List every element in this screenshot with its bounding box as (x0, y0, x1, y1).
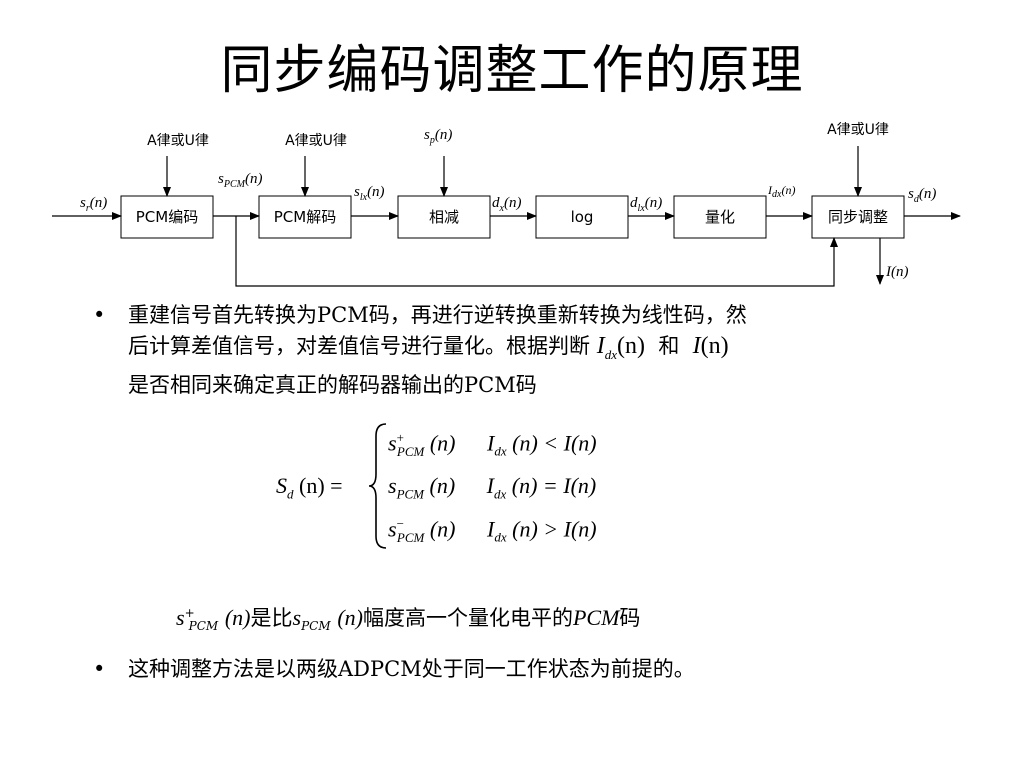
block-subtract: 相减 (397, 195, 491, 239)
page-title: 同步编码调整工作的原理 (220, 41, 804, 101)
law-label-3: A律或U律 (827, 122, 889, 138)
bullet-2-text: 这种调整方法是以两级ADPCM处于同一工作状态为前提的。 (128, 657, 695, 681)
bullet-dot: • (93, 657, 106, 681)
block-label-quantize: 量化 (705, 208, 735, 226)
law-label-2: A律或U律 (285, 133, 347, 149)
bullet-1-line-3: 是否相同来确定真正的解码器输出的PCM码 (128, 372, 537, 397)
block-pcm-encoder: PCM编码 (120, 195, 214, 239)
bullet-dot: • (93, 303, 106, 327)
formula-lhs: Sd (n) = (276, 473, 343, 502)
bullet-1: • 重建信号首先转换为PCM码，再进行逆转换重新转换为线性码，然 后计算差值信号… (93, 300, 948, 401)
formula-row-1: s+PCM (n) Idx (n) < I(n) (388, 430, 597, 459)
law-label-1: A律或U律 (147, 133, 209, 149)
label-idx: Idx(n) (767, 183, 795, 200)
block-pcm-decoder: PCM解码 (258, 195, 352, 239)
block-label-pcm-decoder: PCM解码 (274, 208, 336, 226)
label-sr: sr(n) (80, 195, 107, 214)
label-sd: sd(n) (908, 186, 936, 205)
block-label-log: log (571, 208, 594, 226)
formula-row-2: sPCM (n) Idx (n) = I(n) (388, 473, 597, 502)
formula-row-3: s−PCM (n) Idx (n) > I(n) (388, 516, 597, 545)
bullet-1-line-2-text: 后计算差值信号，对差值信号进行量化。根据判断 (128, 334, 590, 358)
block-label-sync-adjust: 同步调整 (828, 208, 888, 226)
arrow-feedback (235, 216, 838, 287)
block-quantize: 量化 (673, 195, 767, 239)
block-log: log (535, 195, 629, 239)
formula-brace (368, 423, 387, 549)
label-spcm: sPCM(n) (218, 171, 262, 190)
block-label-pcm-encoder: PCM编码 (136, 208, 198, 226)
bullet-2: • 这种调整方法是以两级ADPCM处于同一工作状态为前提的。 (93, 654, 948, 685)
inline-in: I(n) (692, 333, 729, 359)
bullet-1-line-2: 后计算差值信号，对差值信号进行量化。根据判断 Idx(n) 和 I(n) (128, 331, 948, 370)
block-sync-adjust: 同步调整 (811, 195, 905, 239)
bullet-1-line-1: 重建信号首先转换为PCM码，再进行逆转换重新转换为线性码，然 (128, 303, 747, 327)
label-dlx: dlx(n) (630, 195, 662, 214)
label-dx: dx(n) (492, 195, 521, 214)
bullet-1-and: 和 (658, 334, 680, 358)
block-diagram: PCM编码 PCM解码 相减 log 量化 同步调整 A律或U律 A律或U律 A… (52, 122, 961, 287)
label-in: I(n) (885, 264, 909, 280)
block-label-subtract: 相减 (429, 208, 459, 226)
inline-idx: Idx(n) (596, 333, 645, 362)
note-line: s+PCM (n)是比sPCM (n)幅度高一个量化电平的PCM码 (176, 605, 641, 634)
label-slx: slx(n) (354, 184, 385, 203)
label-sp: sp(n) (424, 127, 452, 146)
